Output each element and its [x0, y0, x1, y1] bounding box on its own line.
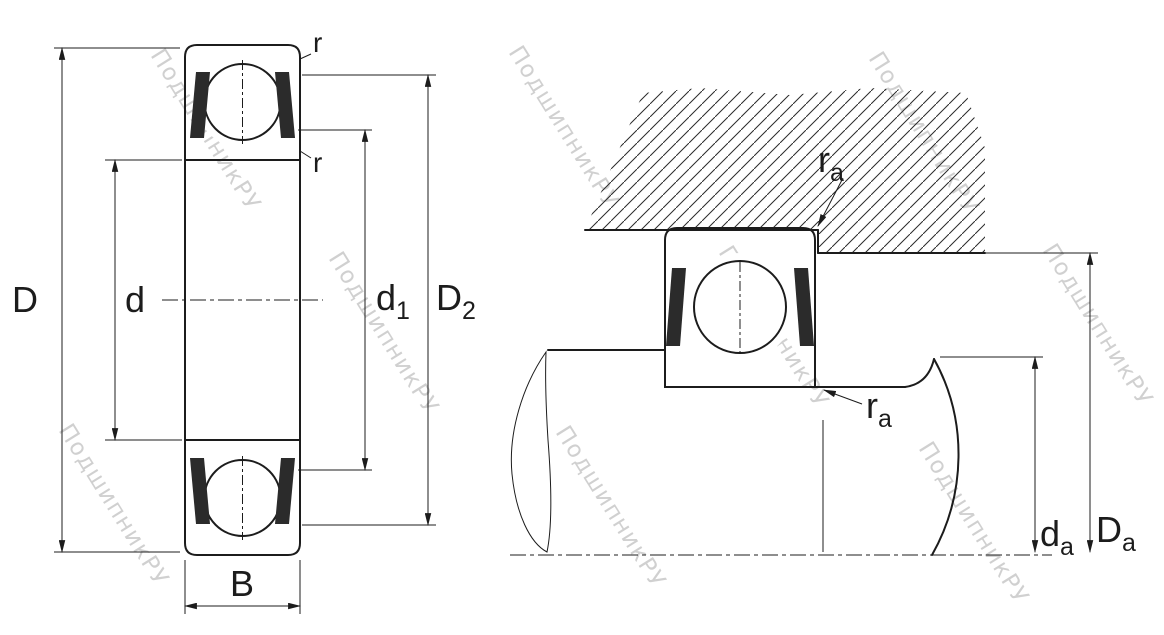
label-d1: d1	[376, 277, 410, 325]
seal-bottom-left	[190, 458, 210, 524]
seal-bottom-right	[275, 458, 295, 524]
label-B: B	[230, 563, 254, 604]
dimension-D: D	[12, 46, 180, 554]
seal-top-left	[190, 72, 210, 138]
dimension-D2: D2	[302, 73, 476, 527]
radius-r-mid: r	[299, 147, 322, 178]
dimension-da: da	[940, 355, 1074, 561]
label-D2: D2	[436, 277, 476, 325]
watermark-text: ПодшипникРУ	[53, 419, 174, 591]
shaft-break-section	[510, 350, 552, 553]
watermark-text: ПодшипникРУ	[913, 437, 1034, 609]
shaft-break-curve	[931, 358, 960, 556]
radius-r-top: r	[299, 27, 322, 60]
radius-ra-bottom: ra	[822, 385, 892, 433]
mounted-bearing-section	[664, 227, 816, 388]
label-da: da	[1040, 513, 1074, 561]
seal-top-right	[275, 72, 295, 138]
label-ra-bottom: ra	[866, 385, 892, 433]
watermark-text: ПодшипникРУ	[323, 247, 444, 419]
dimension-Da: Da	[1086, 251, 1136, 557]
outer-ring-bottom-section	[184, 439, 301, 556]
bearing-mounting-view: ra ra da Da	[510, 88, 1136, 561]
label-ra-top: ra	[818, 139, 844, 187]
shaft-fillet	[904, 358, 935, 388]
label-r-top: r	[313, 27, 322, 58]
label-r-mid: r	[313, 147, 322, 178]
watermark-text: ПодшипникРУ	[1037, 239, 1158, 411]
radius-ra-top: ra	[817, 139, 844, 227]
dimension-d: d	[105, 158, 182, 442]
dimension-d1: d1	[298, 128, 410, 472]
bearing-cross-section-view: D d d1 D2 B	[12, 27, 476, 614]
seal-mounted-left	[666, 268, 686, 346]
label-d: d	[125, 279, 145, 320]
watermark-text: ПодшипникРУ	[550, 421, 671, 593]
dimension-B: B	[183, 560, 302, 614]
label-Da: Da	[1096, 509, 1136, 557]
ball-mounted	[693, 260, 787, 354]
housing-hatch	[585, 88, 985, 253]
seal-mounted-right	[794, 268, 814, 346]
outer-ring-top-section	[184, 44, 301, 161]
label-D: D	[12, 279, 38, 320]
